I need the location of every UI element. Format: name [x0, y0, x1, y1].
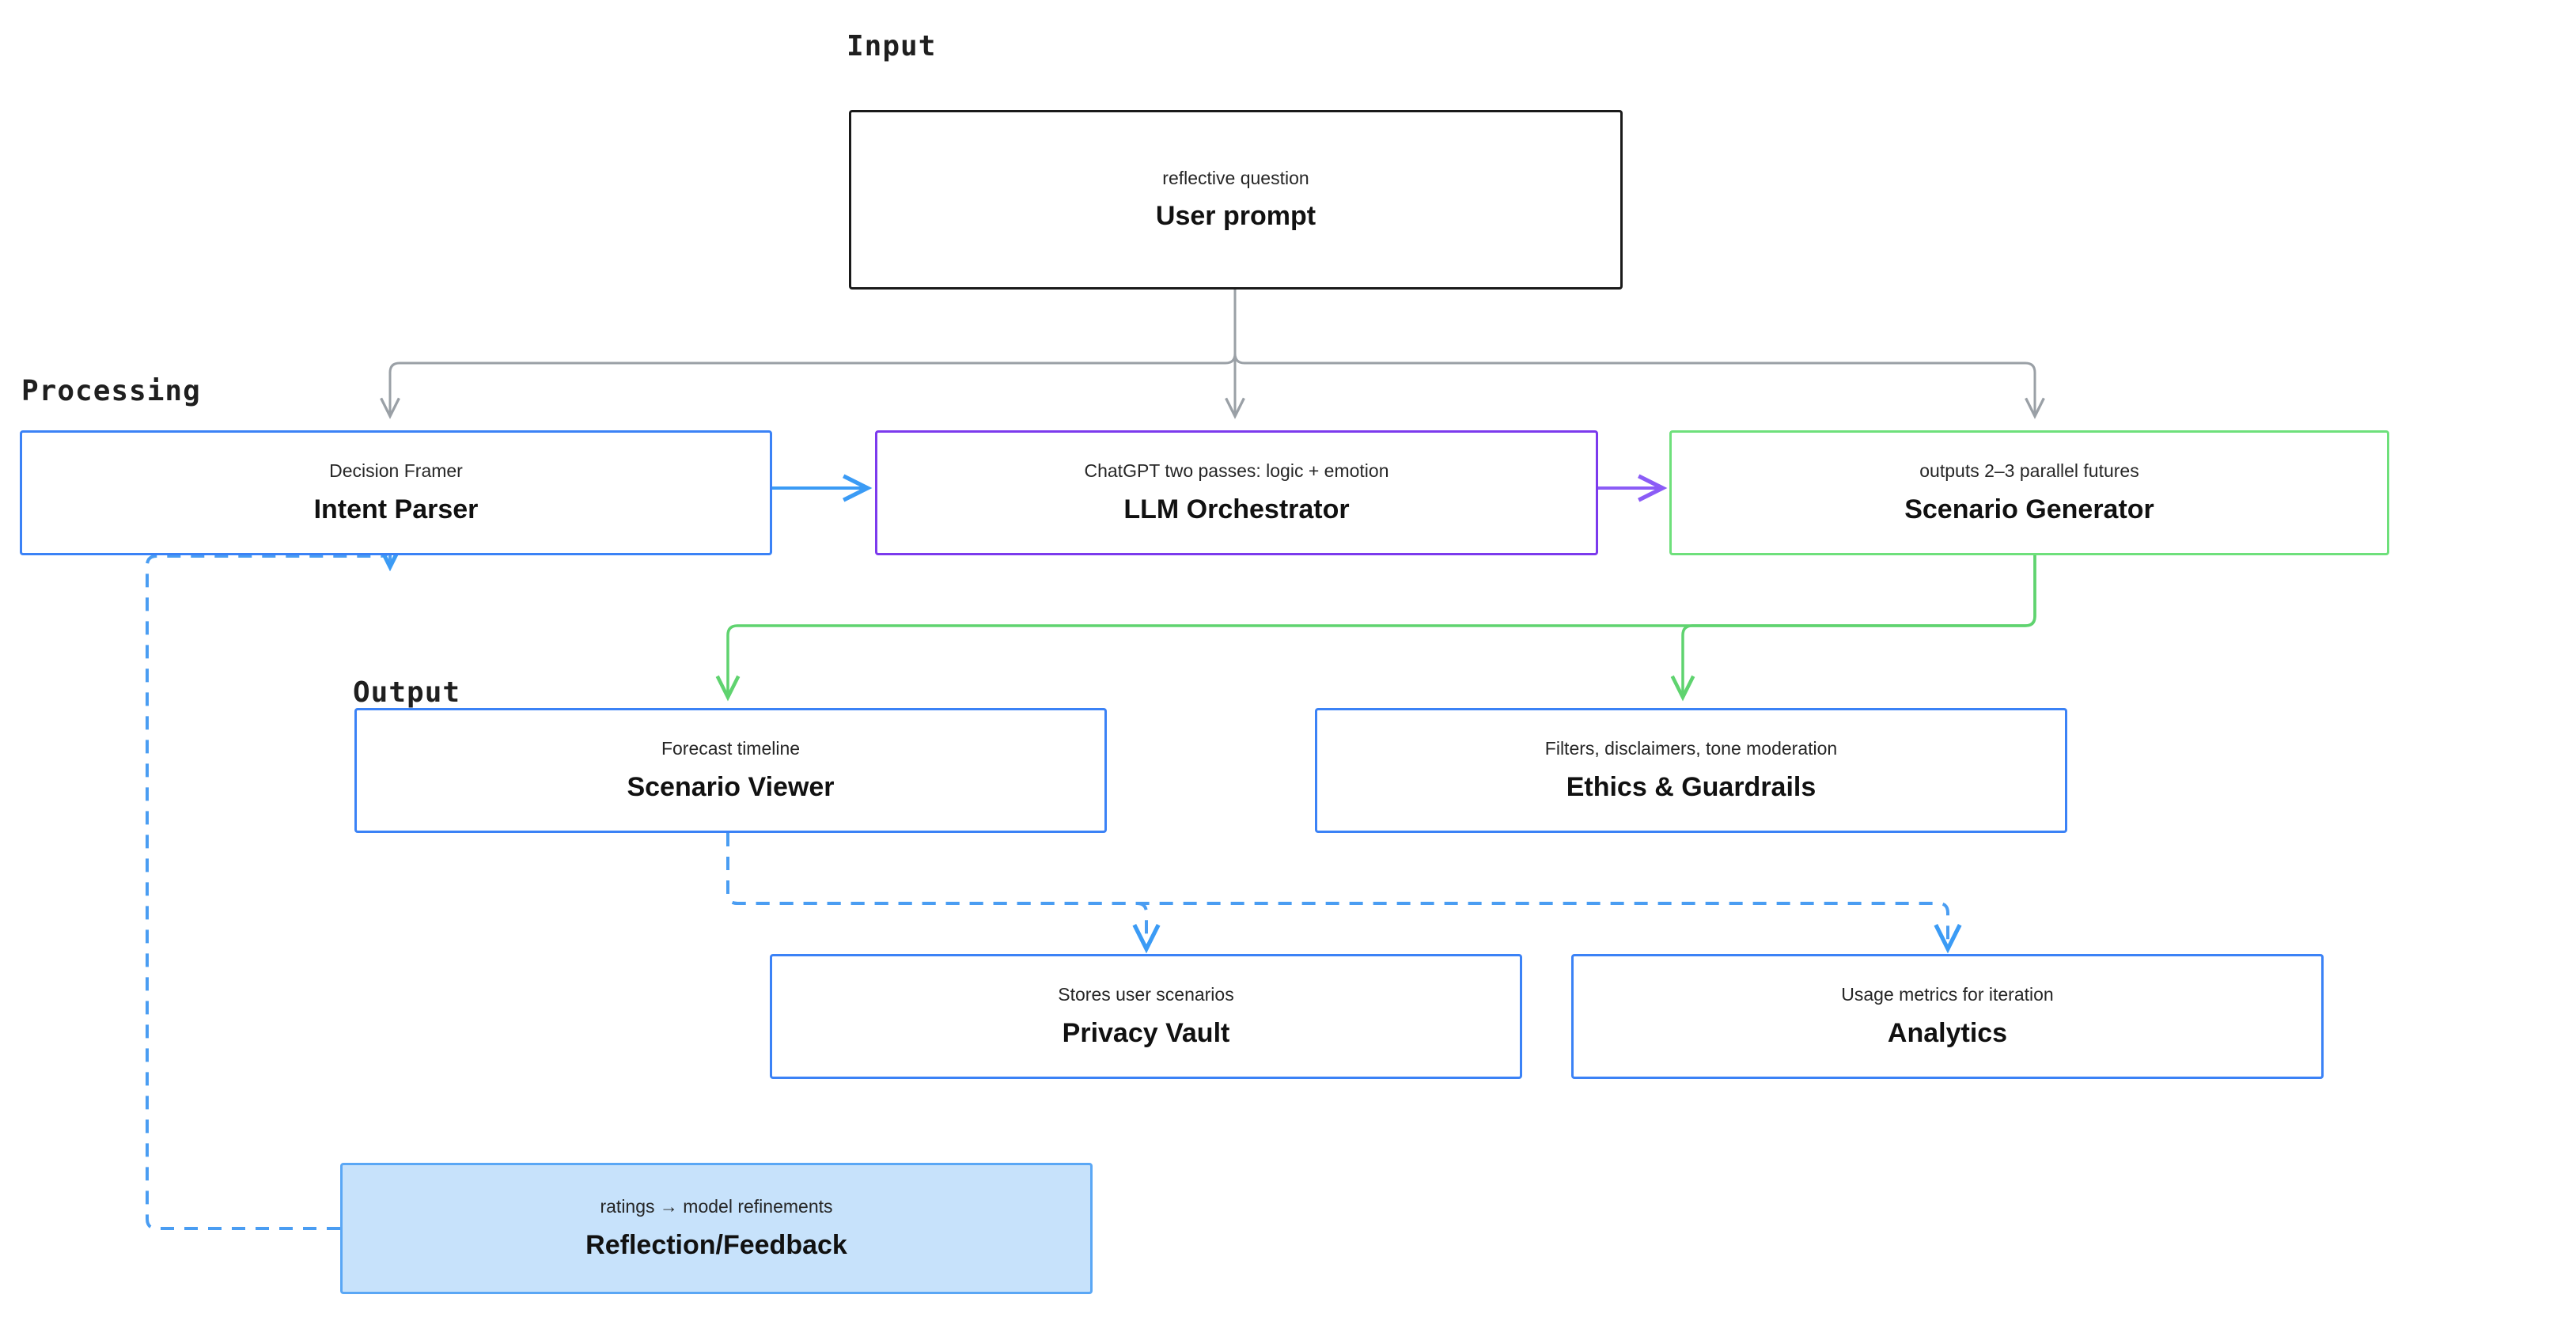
node-reflection-feedback[interactable]: ratings → model refinements Reflection/F… [340, 1163, 1093, 1294]
edge-reflectionfeedback-to-intentparser [146, 542, 404, 1230]
edge-scenarioviewer-to-privacyvault [726, 833, 1161, 954]
node-analytics-title: Analytics [1887, 1017, 2008, 1048]
node-analytics-subtitle: Usage metrics for iteration [1841, 984, 2054, 1005]
node-reflection-feedback-title: Reflection/Feedback [585, 1229, 847, 1260]
node-scenario-generator-subtitle: outputs 2–3 parallel futures [1919, 460, 2139, 482]
section-label-input: Input [847, 30, 937, 62]
node-user-prompt-title: User prompt [1155, 201, 1316, 232]
edge-scenariogenerator-to-ethicsguardrails [1670, 555, 2036, 702]
node-llm-orchestrator-subtitle: ChatGPT two passes: logic + emotion [1084, 460, 1389, 482]
node-intent-parser-title: Intent Parser [313, 494, 479, 524]
edge-userprompt-to-scenariogenerator [1233, 290, 2045, 419]
node-scenario-generator[interactable]: outputs 2–3 parallel futures Scenario Ge… [1669, 430, 2389, 555]
node-intent-parser[interactable]: Decision Framer Intent Parser [20, 430, 772, 555]
node-user-prompt-subtitle: reflective question [1162, 167, 1309, 188]
node-llm-orchestrator-title: LLM Orchestrator [1123, 494, 1350, 524]
node-privacy-vault-title: Privacy Vault [1062, 1017, 1230, 1048]
node-llm-orchestrator[interactable]: ChatGPT two passes: logic + emotion LLM … [875, 430, 1598, 555]
node-scenario-viewer[interactable]: Forecast timeline Scenario Viewer [354, 708, 1107, 833]
node-privacy-vault-subtitle: Stores user scenarios [1058, 984, 1234, 1005]
node-intent-parser-subtitle: Decision Framer [329, 460, 463, 482]
node-reflection-feedback-subtitle: ratings → model refinements [600, 1196, 833, 1217]
node-user-prompt[interactable]: reflective question User prompt [849, 110, 1623, 290]
node-scenario-generator-title: Scenario Generator [1904, 494, 2154, 524]
section-label-processing: Processing [21, 375, 201, 407]
node-scenario-viewer-title: Scenario Viewer [627, 771, 835, 802]
node-ethics-guardrails-title: Ethics & Guardrails [1566, 771, 1816, 802]
section-label-output: Output [353, 676, 461, 709]
edge-scenarioviewer-to-analytics [726, 833, 1962, 954]
node-analytics[interactable]: Usage metrics for iteration Analytics [1571, 954, 2324, 1079]
node-scenario-viewer-subtitle: Forecast timeline [661, 738, 801, 759]
node-ethics-guardrails[interactable]: Filters, disclaimers, tone moderation Et… [1315, 708, 2067, 833]
node-ethics-guardrails-subtitle: Filters, disclaimers, tone moderation [1544, 738, 1838, 759]
node-privacy-vault[interactable]: Stores user scenarios Privacy Vault [770, 954, 1522, 1079]
edge-userprompt-to-intentparser [380, 290, 1237, 419]
edge-scenariogenerator-to-scenarioviewer [715, 555, 2036, 702]
